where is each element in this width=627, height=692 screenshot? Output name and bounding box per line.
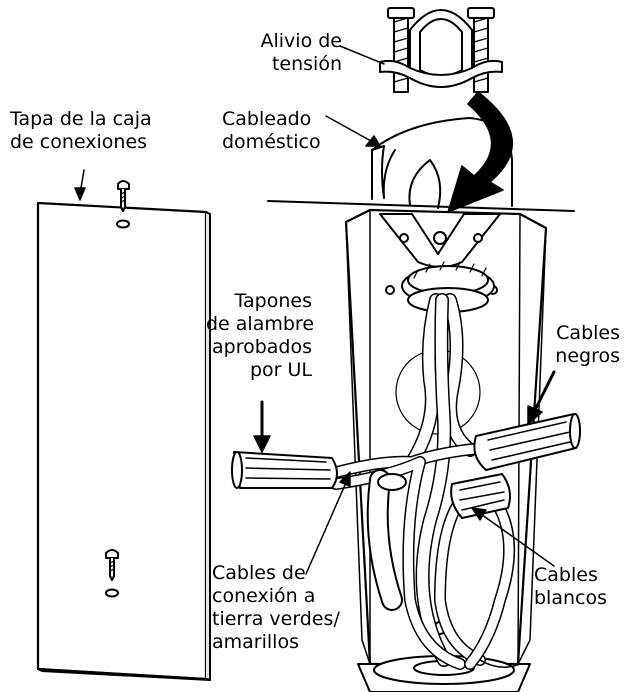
curved-arrow [447,91,513,213]
label-ground-wires-line4: amarillos [212,631,299,653]
label-wire-nuts-line3: aprobados [211,336,312,358]
junction-box-cover [36,180,211,681]
cover-screw-bottom [105,549,119,598]
label-box-cover-line1: Tapa de la caja [10,108,152,130]
label-house-wiring-line1: Cableado [222,108,312,130]
label-wire-nuts: Tapones de alambre aprobados por UL [206,290,315,382]
label-black-wires-line2: negros [555,345,620,367]
label-house-wiring: Cableado doméstico [222,108,321,154]
label-white-wires-line2: blancos [534,587,607,609]
label-ground-wires-line2: conexión a [212,585,316,607]
ceiling-line [267,200,575,212]
label-box-cover: Tapa de la caja de conexiones [10,108,152,154]
label-wire-nuts-line1: Tapones [234,290,312,312]
label-box-cover-line2: de conexiones [10,131,148,153]
label-wire-nuts-line2: de alambre [206,313,315,335]
cover-screw-top [116,180,130,229]
label-ground-wires: Cables de conexión a tierra verdes/ amar… [212,562,340,654]
label-strain-relief-line1: Alivio de [260,30,343,52]
label-strain-relief: Alivio de tensión [242,30,343,76]
wire-nut-middle [450,473,511,519]
label-white-wires: Cables blancos [534,564,607,610]
label-strain-relief-line2: tensión [271,53,342,75]
strain-relief-clamp [379,7,503,93]
label-white-wires-line1: Cables [534,564,598,586]
label-ground-wires-line3: tierra verdes/ [212,608,340,630]
leader-lines [74,45,556,668]
label-house-wiring-line2: doméstico [222,131,321,153]
wire-bundle [324,293,516,670]
label-wire-nuts-line4: por UL [249,359,312,381]
label-black-wires-line1: Cables [556,322,620,344]
label-black-wires: Cables negros [530,322,620,368]
wire-nut-left [231,451,338,489]
label-ground-wires-line1: Cables de [212,562,306,584]
wire-nut-right [473,413,581,471]
